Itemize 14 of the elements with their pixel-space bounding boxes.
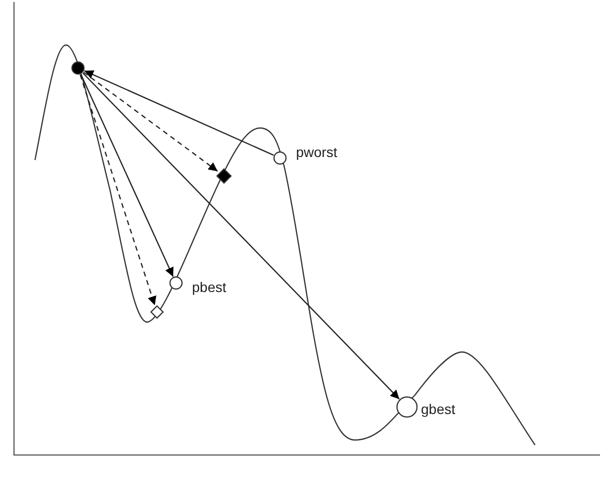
point-label: pworst [296,144,338,160]
arrow [82,72,400,400]
arrow [83,72,218,172]
point-label: gbest [421,401,456,417]
arrow [80,74,156,306]
gbest-circle [396,396,418,418]
pbest-circle [169,276,183,290]
position-diamond [216,168,232,184]
arrow [84,70,274,156]
position-diamond [150,305,164,319]
particle-dot [71,61,85,75]
point-label: pbest [192,279,226,295]
arrow [80,74,174,277]
pworst-circle [273,151,287,165]
